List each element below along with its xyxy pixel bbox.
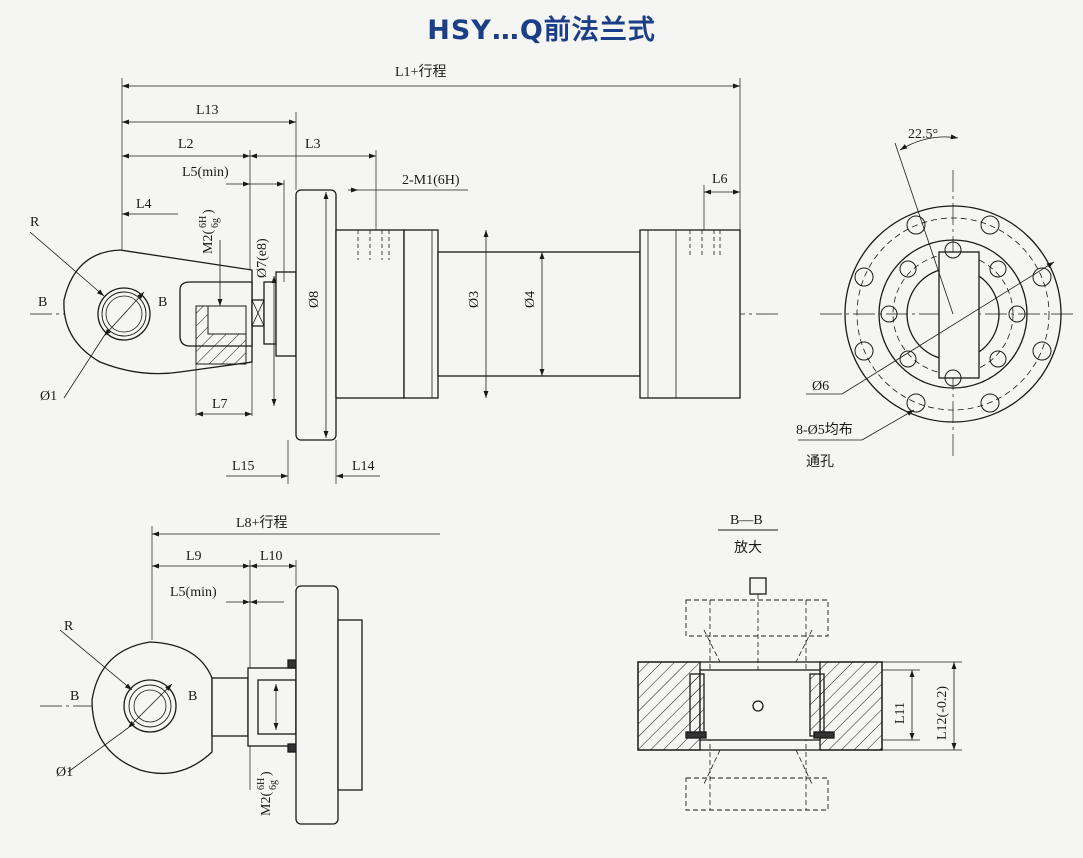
label-through: 通孔 — [806, 454, 834, 470]
label-l9: L9 — [186, 549, 202, 564]
label-l10: L10 — [260, 549, 283, 564]
label-l6: L6 — [712, 172, 728, 187]
label-l4: L4 — [136, 197, 152, 212]
label-l1: L1+行程 — [395, 64, 446, 80]
page-title: HSY…Q前法兰式 — [427, 15, 656, 46]
svg-text:6g: 6g — [210, 218, 221, 228]
label-r: R — [30, 215, 40, 230]
label-l8: L8+行程 — [236, 515, 287, 531]
label-d3: Ø3 — [467, 291, 482, 308]
label-d1-lower: Ø1 — [56, 765, 73, 780]
label-section-title: B—B — [730, 513, 763, 528]
main-view-labels: L1+行程 L13 L2 L3 L5(min) 2-M1(6H) L6 L4 M… — [30, 64, 728, 474]
label-r-lower: R — [64, 619, 74, 634]
rod-eye-bore — [97, 287, 151, 341]
label-l11: L11 — [893, 702, 908, 724]
label-l5-lower: L5(min) — [170, 585, 217, 600]
front-flange — [295, 189, 337, 441]
flange-view — [798, 134, 1075, 460]
svg-text:): ) — [201, 209, 216, 214]
label-b-right-lower: B — [188, 689, 197, 704]
front-head — [335, 229, 405, 399]
svg-text:6g: 6g — [268, 780, 279, 790]
label-l3: L3 — [305, 137, 321, 152]
label-d7: Ø7(e8) — [255, 238, 270, 278]
svg-text:6H: 6H — [256, 778, 267, 790]
rear-cap — [639, 229, 741, 399]
svg-text:): ) — [259, 771, 274, 776]
label-section-subtitle: 放大 — [734, 540, 762, 556]
label-m2-lower: M2( 6H 6g ) — [256, 771, 279, 816]
label-b-left-lower: B — [70, 689, 79, 704]
label-l12: L12(-0.2) — [935, 686, 950, 740]
svg-text:6H: 6H — [198, 216, 209, 228]
label-l13: L13 — [196, 103, 219, 118]
label-d4: Ø4 — [523, 291, 538, 308]
label-holes: 8-Ø5均布 — [796, 422, 853, 438]
label-m2: M2( 6H 6g ) — [198, 209, 221, 254]
label-d1: Ø1 — [40, 389, 57, 404]
label-d8: Ø8 — [307, 291, 322, 308]
flange-outline — [844, 205, 1062, 423]
section-view-labels: B—B 放大 L11 L12(-0.2) — [730, 513, 950, 740]
main-view — [29, 78, 780, 484]
label-angle: 22.5° — [908, 127, 938, 142]
label-b-right: B — [158, 295, 167, 310]
rod-eye-lower — [91, 641, 213, 775]
section-view — [637, 529, 962, 811]
svg-text:M2(: M2( — [201, 230, 216, 254]
label-b-left: B — [38, 295, 47, 310]
cylinder-tube — [437, 251, 641, 377]
label-m1: 2-M1(6H) — [402, 173, 460, 188]
svg-text:M2(: M2( — [259, 792, 274, 816]
bolt-holes — [854, 215, 1052, 413]
label-l7: L7 — [212, 397, 228, 412]
label-l15: L15 — [232, 459, 255, 474]
label-l14: L14 — [352, 459, 375, 474]
label-d6: Ø6 — [812, 379, 829, 394]
label-l5: L5(min) — [182, 165, 229, 180]
label-l2: L2 — [178, 137, 194, 152]
flange-view-labels: 22.5° Ø6 8-Ø5均布 通孔 — [796, 127, 938, 470]
lower-view-labels: L8+行程 L9 L10 L5(min) R B B Ø1 M2( 6H 6g … — [56, 515, 287, 816]
lower-view — [40, 526, 440, 825]
